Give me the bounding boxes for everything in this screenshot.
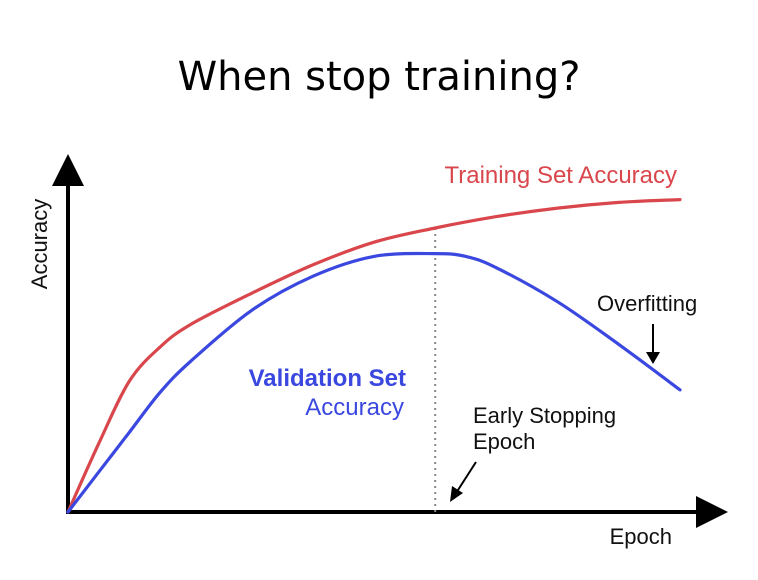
overfitting-arrowhead	[646, 352, 660, 364]
early-stopping-arrowhead	[450, 486, 463, 502]
chart-title: When stop training?	[178, 54, 581, 100]
validation-accuracy-line	[66, 251, 682, 514]
x-axis-label: Epoch	[610, 524, 672, 549]
training-accuracy-line	[66, 198, 682, 514]
validation-series-label-line2: Accuracy	[305, 394, 404, 421]
overfitting-annotation: Overfitting	[597, 291, 697, 316]
y-axis-label: Accuracy	[27, 199, 52, 289]
training-series-label: Training Set Accuracy	[444, 162, 677, 189]
early-stopping-arrow	[457, 461, 477, 491]
early-stopping-annotation-line2: Epoch	[473, 429, 535, 454]
early-stopping-annotation-line1: Early Stopping	[473, 403, 616, 428]
validation-series-label-line1: Validation Set	[249, 365, 406, 392]
